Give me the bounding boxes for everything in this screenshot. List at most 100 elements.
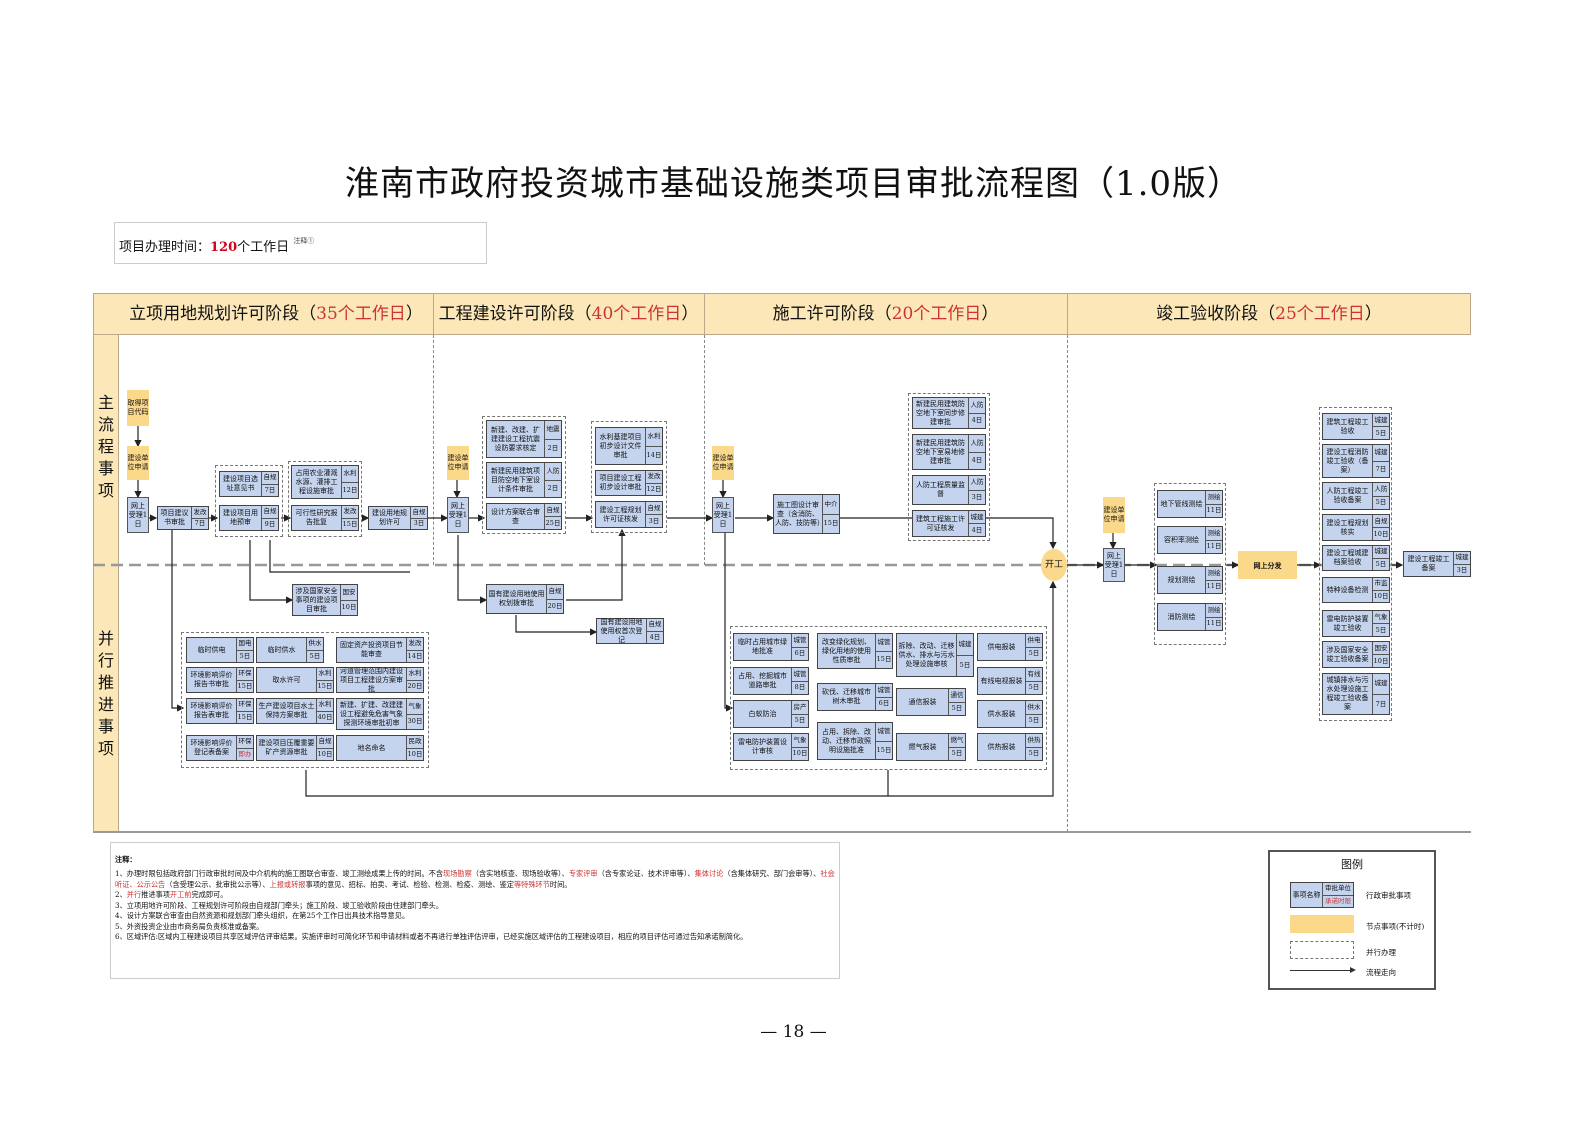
node-dept: 水利 <box>317 668 333 680</box>
node-dept: 水利 <box>646 428 662 446</box>
node-title: 可行性研究报告批复 <box>292 506 342 530</box>
node-title: 新建民用建筑防空地下室同步修建审批 <box>913 398 969 428</box>
node-dept: 燃气 <box>949 734 965 747</box>
node-dept: 自规 <box>411 507 427 518</box>
node-title: 河道管理范围内建设项目工程建设方案审批 <box>337 667 407 693</box>
node-dispatch[interactable]: 网上分发 <box>1238 551 1297 579</box>
node-accept-1[interactable]: 网上受理1日 <box>127 497 149 533</box>
node-title: 建筑工程竣工验收 <box>1323 414 1373 439</box>
node-title: 施工图设计审查（含消防、人防、技防等） <box>774 495 824 533</box>
node-title: 新建、改建、扩建建设工程抗震设防要求核定 <box>487 421 545 457</box>
node-title: 白蚁防治 <box>734 701 792 727</box>
node-days: 2日 <box>545 438 561 457</box>
node-dept: 发改 <box>192 507 208 518</box>
node-apply-2[interactable]: 建设单位申请 <box>447 446 469 480</box>
node-dept: 气象 <box>1373 611 1389 623</box>
node-start-work[interactable]: 开工 <box>1041 549 1067 581</box>
node-apply-3[interactable]: 建设单位申请 <box>712 446 734 480</box>
node-p10[interactable]: 环境影响评价登记表备案环保即办 <box>186 735 254 761</box>
node-accept-4[interactable]: 网上受理1日 <box>1103 548 1125 582</box>
node-dept: 人防 <box>545 463 561 480</box>
node-apply-1[interactable]: 建设单位申请 <box>127 446 149 480</box>
node-accept-3[interactable]: 网上受理1日 <box>712 497 734 533</box>
node-title: 项目建设工程初步设计审批 <box>596 471 646 495</box>
node-accept-2[interactable]: 网上受理1日 <box>447 497 469 533</box>
node-dept: 环保 <box>237 736 253 748</box>
node-dept: 发改 <box>407 638 423 650</box>
node-days: 11日 <box>1206 503 1222 517</box>
node-days: 5日 <box>1373 623 1389 636</box>
node-apply-4[interactable]: 建设单位申请 <box>1103 497 1125 533</box>
node-dept: 气象 <box>407 699 423 714</box>
node-title: 设计方案联合审查 <box>487 504 545 529</box>
node-project-code[interactable]: 取得项目代码 <box>127 390 149 426</box>
node-dept: 自规 <box>262 506 278 518</box>
node-days: 3日 <box>411 517 427 529</box>
node-dept: 供电 <box>1026 634 1042 647</box>
phase-3: 施工许可阶段（20个工作日） <box>772 304 999 324</box>
node-dept: 城管 <box>792 668 808 681</box>
node-days: 5日 <box>1373 557 1389 570</box>
node-dept: 环保 <box>237 699 253 711</box>
